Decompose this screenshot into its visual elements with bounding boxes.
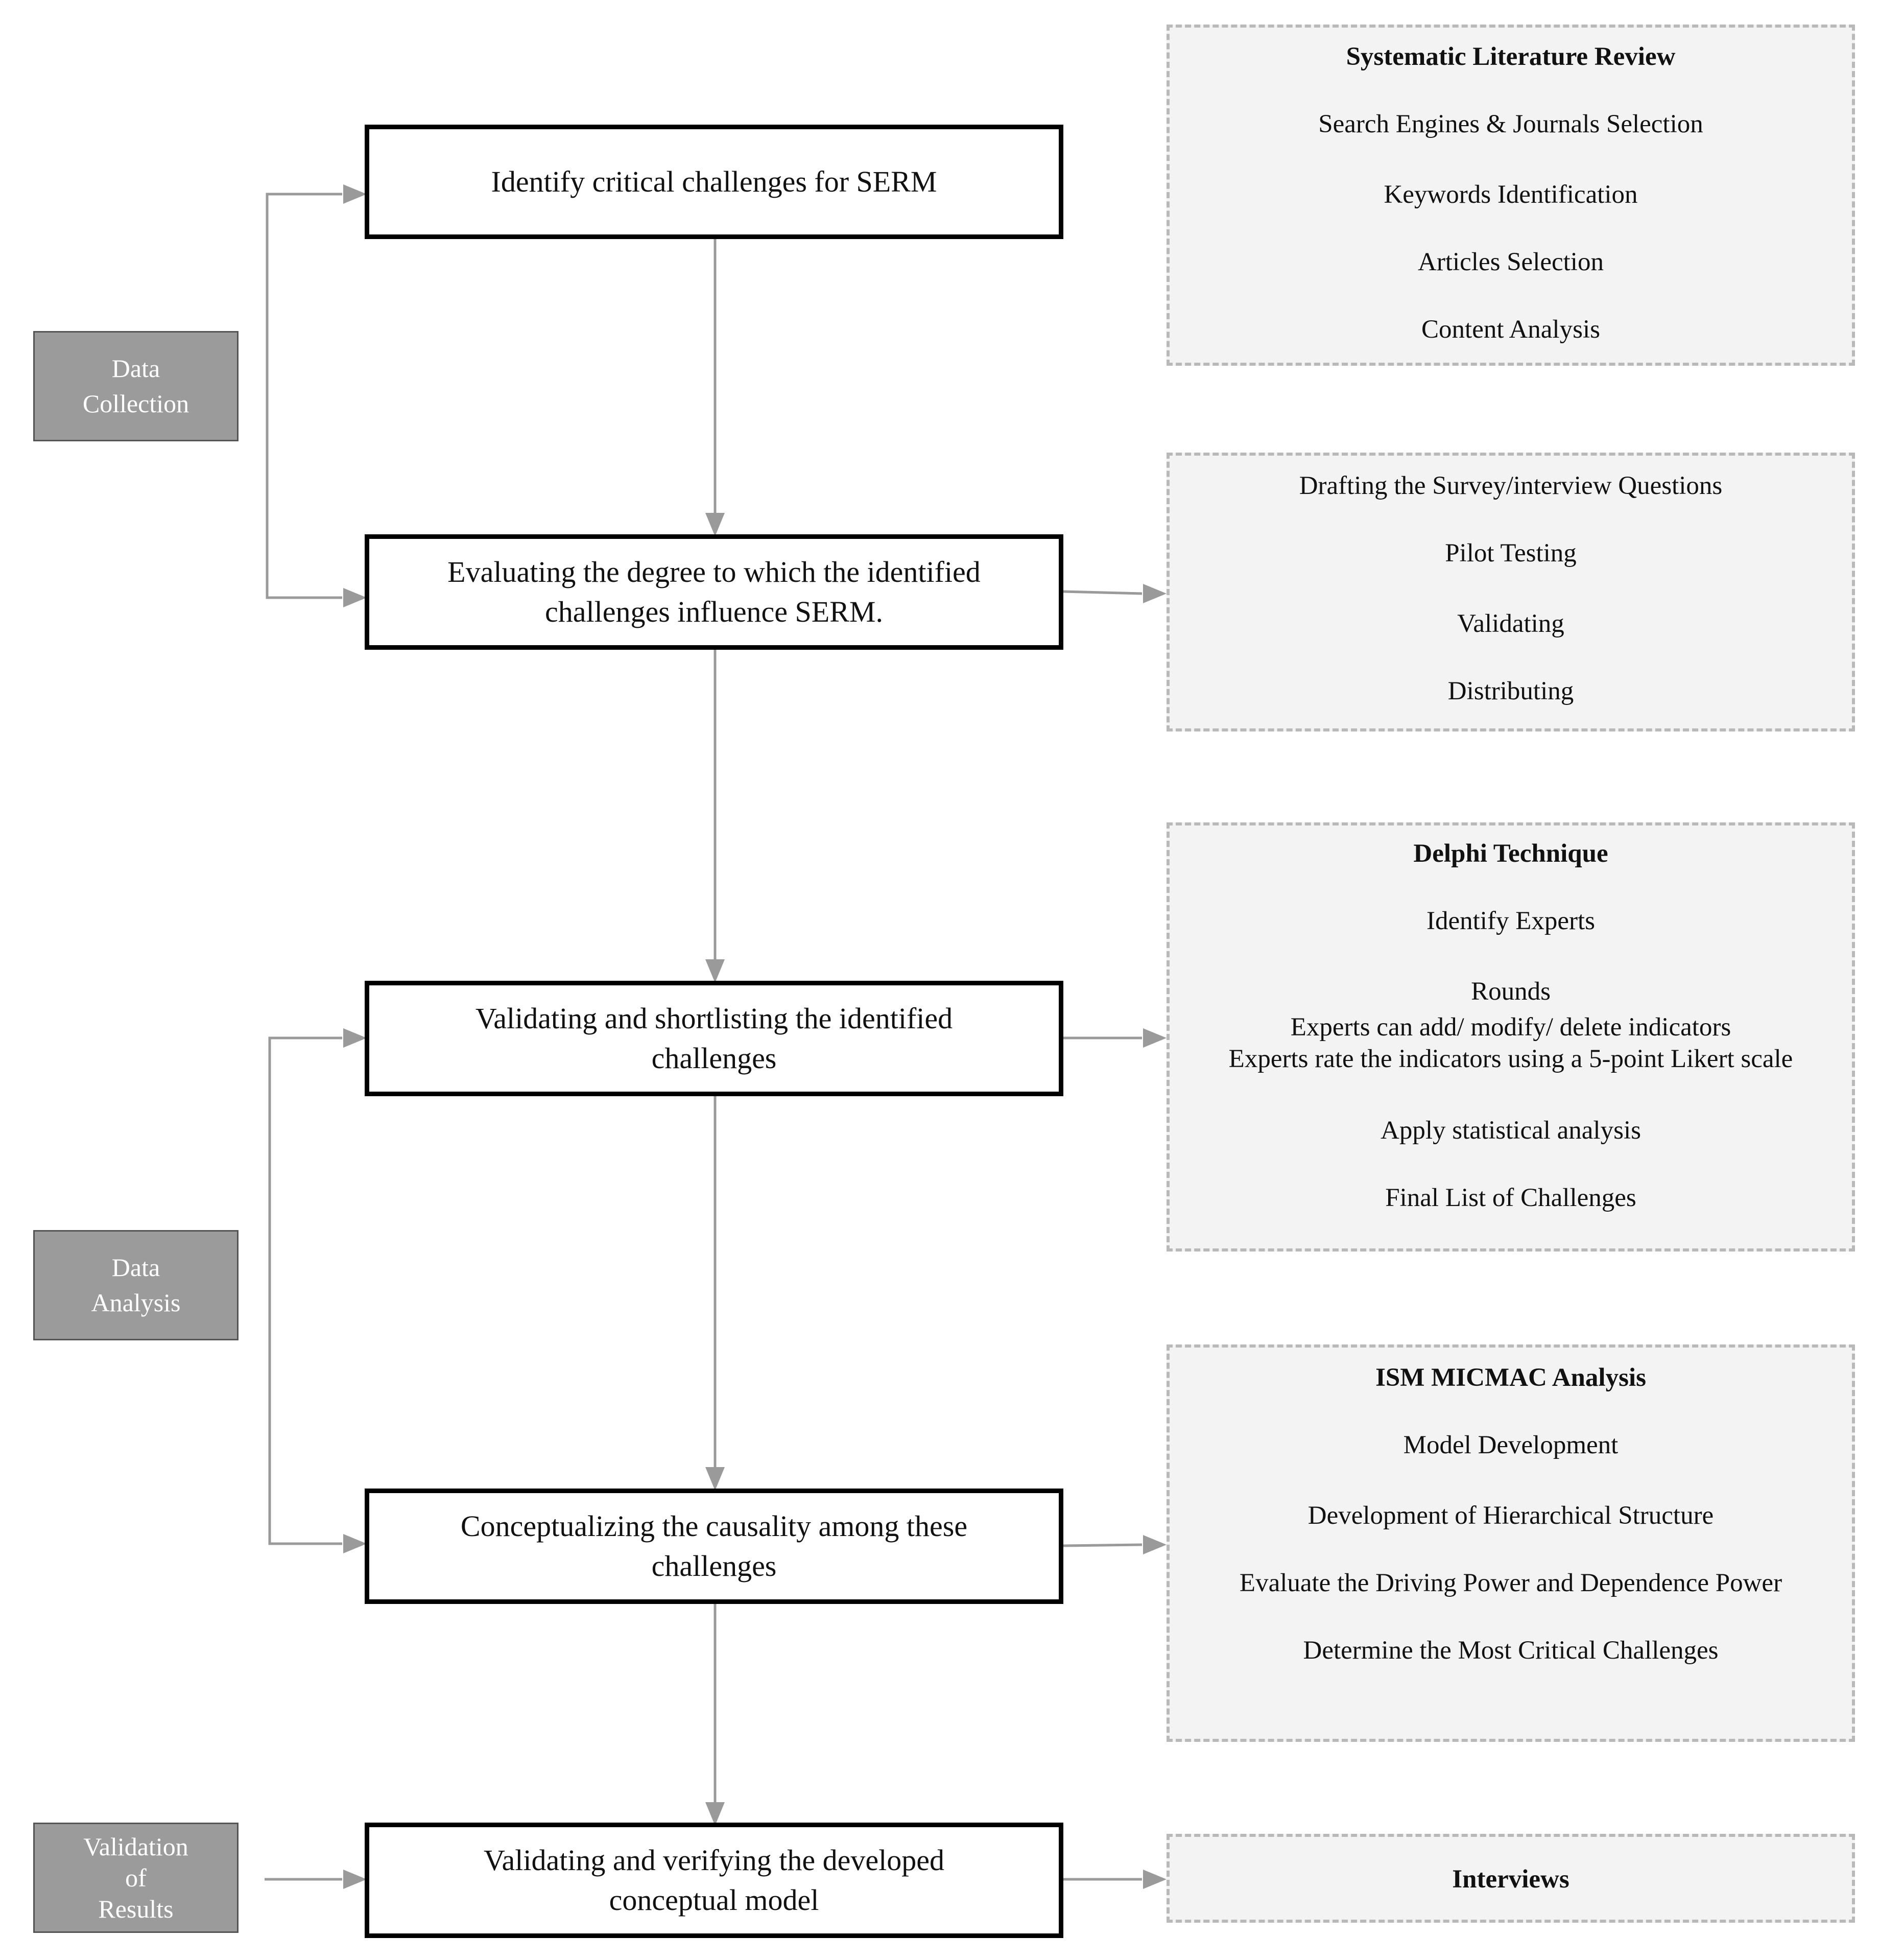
phase-data-collection: Data Collection [33,331,239,441]
detail-title: Interviews [1452,1865,1569,1894]
arrowhead-flow-2 [705,513,725,536]
phase-label-line: Data [111,1253,160,1282]
arrowhead-flow-4 [705,1467,725,1491]
step-label: Validating and verifying the developed [484,1843,944,1877]
step-label: conceptual model [609,1883,819,1917]
arrowhead-delphi [1143,1028,1167,1048]
detail-ism-micmac: ISM MICMAC Analysis Model Development De… [1167,1344,1855,1742]
step-label: Validating and shortlisting the identifi… [475,1001,953,1035]
detail-item: Articles Selection [1418,248,1604,276]
detail-item: Validating [1457,609,1564,638]
step-validate-shortlist: Validating and shortlisting the identifi… [365,981,1063,1096]
step-label: Identify critical challenges for SERM [491,164,937,198]
arrowhead-collection-bottom [343,588,367,607]
arrowhead-analysis-top [343,1028,367,1048]
detail-item: Distributing [1447,677,1574,705]
arrowhead-ism [1143,1535,1167,1554]
step-label: challenges [651,1042,777,1075]
detail-item: Search Engines & Journals Selection [1318,110,1703,138]
phase-label-line: Analysis [91,1288,181,1317]
analysis-bracket [268,1036,342,1545]
detail-item: Pilot Testing [1445,539,1577,568]
arrowhead-validation [343,1870,367,1889]
detail-item: Final List of Challenges [1385,1184,1636,1212]
phase-label-line: Validation [83,1832,188,1861]
detail-survey: Drafting the Survey/interview Questions … [1167,453,1855,731]
detail-item: Development of Hierarchical Structure [1307,1501,1714,1530]
detail-item: Keywords Identification [1384,180,1638,209]
detail-interviews: Interviews [1167,1834,1855,1923]
arrowhead-collection-top [343,184,367,204]
detail-item: Identify Experts [1426,907,1595,935]
detail-title: Delphi Technique [1413,839,1608,868]
step-label: challenges influence SERM. [545,595,883,628]
detail-item: Content Analysis [1421,315,1600,344]
phase-data-analysis: Data Analysis [33,1230,239,1340]
detail-delphi-technique: Delphi Technique Identify Experts Rounds… [1167,822,1855,1251]
detail-item: Experts can add/ modify/ delete indicato… [1290,1013,1731,1042]
detail-item: Model Development [1403,1431,1619,1459]
arrowhead-survey [1143,584,1167,603]
detail-item: Experts rate the indicators using a 5-po… [1228,1045,1793,1073]
step-label: Conceptualizing the causality among thes… [460,1509,968,1543]
detail-item: Drafting the Survey/interview Questions [1299,471,1723,500]
step-evaluate-influence: Evaluating the degree to which the ident… [365,534,1063,650]
detail-literature-review: Systematic Literature Review Search Engi… [1167,25,1855,366]
collection-bracket [266,193,342,599]
arrowhead-interviews [1143,1870,1167,1889]
detail-item: Apply statistical analysis [1381,1116,1641,1145]
phase-label-line: Results [98,1894,174,1923]
arrowhead-flow-3 [705,959,725,983]
detail-item: Evaluate the Driving Power and Dependenc… [1239,1569,1782,1597]
link-step4-ism [1063,1543,1143,1547]
link-step2-survey [1063,590,1143,595]
phase-validation-of-results: Validation of Results [33,1823,239,1933]
detail-item: Determine the Most Critical Challenges [1303,1636,1719,1665]
phase-label-line: Collection [82,389,189,418]
step-label: challenges [651,1549,777,1583]
arrowhead-flow-5 [705,1802,725,1826]
detail-title: Systematic Literature Review [1346,42,1676,71]
step-conceptualize-causality: Conceptualizing the causality among thes… [365,1489,1063,1604]
step-label: Evaluating the degree to which the ident… [447,555,981,588]
phase-label-line: Data [111,354,160,383]
arrowhead-analysis-bottom [343,1534,367,1553]
detail-title: ISM MICMAC Analysis [1375,1363,1646,1392]
step-validate-model: Validating and verifying the developed c… [365,1823,1063,1938]
phase-label-line: of [125,1863,147,1892]
step-identify-challenges: Identify critical challenges for SERM [365,125,1063,239]
detail-item: Rounds [1471,977,1551,1006]
